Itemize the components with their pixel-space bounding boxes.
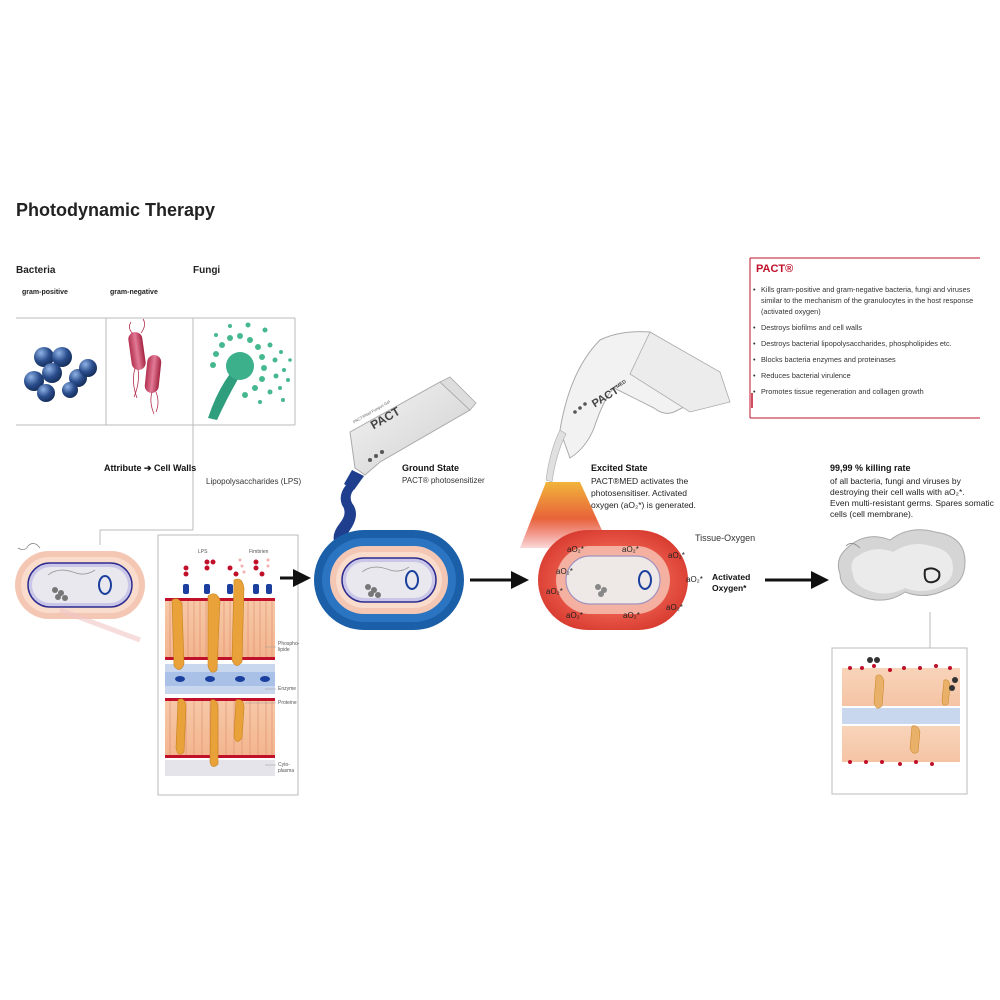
phospholipide-label: Phospho- lipide [278, 641, 300, 653]
gram-positive-cocci [24, 347, 97, 402]
ao2-label: aO₂* [623, 611, 640, 620]
activated-oxygen-line2: Oxygen* [712, 583, 747, 593]
ao2-label: aO₂* [686, 575, 703, 584]
lps-label: LPS [198, 549, 208, 555]
bacterium-excited-state [538, 530, 688, 630]
excited-state-heading: Excited State [591, 463, 648, 473]
killing-line2: destroying their cell walls with aO₂*. [830, 487, 965, 497]
bacterium-ground-state [314, 530, 464, 630]
gram-positive-label: gram-positive [22, 289, 68, 296]
ao2-label: aO₂* [556, 567, 573, 576]
fungi-label: Fungi [193, 265, 221, 276]
tissue-oxygen-label: Tissue-Oxygen [695, 533, 756, 543]
pact-med-device [545, 331, 731, 483]
pact-benefit-item: •Reduces bacterial virulence [753, 371, 851, 380]
ao2-label: aO₂* [567, 545, 584, 554]
killing-line1: of all bacteria, fungi and viruses by [830, 476, 961, 486]
ao2-label: aO₂* [668, 551, 685, 560]
killing-rate-heading: 99,99 % killing rate [830, 463, 911, 473]
enzyme-label: Enzyme [278, 686, 297, 692]
pact-box-title: PACT® [756, 263, 794, 275]
attribute-sublabel: Lipopolysaccharides (LPS) [206, 477, 302, 486]
pact-benefits-list: •Kills gram-positive and gram-negative b… [752, 284, 978, 402]
gram-negative-label: gram-negative [110, 289, 158, 296]
pact-benefit-item: •Promotes tissue regeneration and collag… [753, 387, 924, 396]
activated-oxygen-line1: Activated [712, 572, 751, 582]
pact-benefit-item: •Destroys bacterial lipopolysaccharides,… [753, 339, 952, 348]
cytoplasma-label: Cyto- plasma [278, 762, 295, 774]
pact-benefit-item: •Kills gram-positive and gram-negative b… [753, 285, 974, 316]
pact-info-box-frame [749, 257, 980, 419]
killing-line3: Even multi-resistant germs. Spares somat… [830, 498, 994, 508]
bacterium-left [15, 543, 145, 643]
process-arrows [280, 569, 829, 589]
attribute-label: Attribute ➔ Cell Walls [104, 463, 197, 473]
ground-state-text: PACT® photosensitizer [402, 476, 485, 485]
page-title: Photodynamic Therapy [16, 200, 216, 220]
ao2-label: aO₂* [666, 603, 683, 612]
bacteria-label: Bacteria [16, 265, 56, 276]
ground-state-heading: Ground State [402, 463, 460, 473]
destroyed-membrane-panel [831, 647, 968, 795]
pact-benefit-item: •Destroys biofilms and cell walls [753, 323, 862, 332]
membrane-panel [157, 534, 299, 796]
gram-negative-rods [128, 318, 162, 415]
fimbrien-label: Fimbrien [249, 549, 269, 555]
ao2-label: aO₂* [546, 587, 563, 596]
excited-state-line3: oxygen (aO₂*) is generated. [591, 500, 696, 510]
organism-panel [16, 317, 296, 426]
excited-state-line2: photosensitiser. Activated [591, 488, 687, 498]
ao2-label: aO₂* [622, 545, 639, 554]
gel-tube [333, 376, 477, 545]
fungus-illustration [208, 322, 292, 420]
proteine-label: Proteine [278, 700, 297, 706]
bacterium-destroyed [837, 529, 966, 601]
pact-benefit-item: •Blocks bacteria enzymes and proteinases [753, 355, 896, 364]
ao2-label: aO₂* [566, 611, 583, 620]
excited-state-line1: PACT®MED activates the [591, 476, 689, 486]
killing-line4: cells (cell membrane). [830, 509, 914, 519]
